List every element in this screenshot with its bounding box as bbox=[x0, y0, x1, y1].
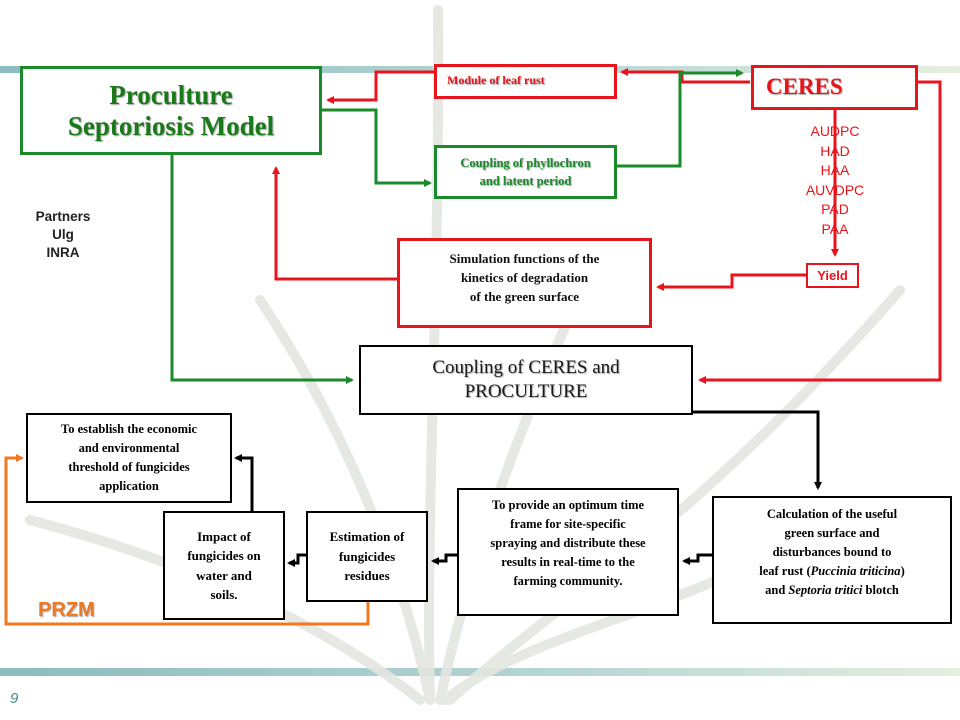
optimum-line2: frame for site-specific bbox=[510, 517, 626, 531]
impact-line1: Impact of bbox=[197, 528, 251, 544]
output-paa: PAA bbox=[821, 220, 849, 237]
optimum-line5: farming community. bbox=[513, 574, 623, 588]
impact-line2: fungicides on bbox=[187, 548, 261, 563]
output-audpc: AUDPC bbox=[810, 123, 860, 139]
arrow-coupling-to-calculation bbox=[692, 410, 822, 490]
output-haa: HAA bbox=[820, 162, 850, 178]
output-pad: PAD bbox=[821, 201, 849, 217]
arrow-proculture-to-phyllo bbox=[321, 108, 432, 187]
estimation-line3: residues bbox=[344, 568, 390, 584]
calculation-line3: disturbances bound to bbox=[772, 545, 892, 559]
page-number: 9 bbox=[10, 690, 19, 707]
optimum-line4: results in real-time to the bbox=[501, 555, 635, 569]
arrow-przm-loop bbox=[4, 454, 370, 626]
arrow-phyllo-to-ceres bbox=[616, 69, 744, 168]
impact-fungicides-box: Impact of fungicides on water and soils. bbox=[163, 511, 285, 620]
calculation-line4-pre: leaf rust ( bbox=[759, 564, 811, 578]
impact-line4: soils. bbox=[210, 587, 238, 602]
calculation-green-surface-box: Calculation of the useful green surface … bbox=[712, 496, 952, 624]
phyllochron-line1: Coupling of phyllochron bbox=[460, 156, 591, 170]
optimum-timeframe-box: To provide an optimum time frame for sit… bbox=[457, 488, 679, 616]
arrow-calculation-to-optimum bbox=[682, 553, 712, 565]
arrow-leafrust-to-proculture bbox=[326, 70, 435, 104]
przm-label: PRZM bbox=[38, 599, 95, 621]
calculation-line5-pre: and bbox=[765, 583, 789, 597]
proculture-title-line1: Proculture bbox=[109, 79, 233, 110]
phyllochron-line2: and latent period bbox=[479, 174, 572, 188]
optimum-line1: To provide an optimum time bbox=[491, 498, 645, 512]
calculation-line1: Calculation of the useful bbox=[766, 507, 898, 521]
arrow-proculture-to-coupling bbox=[170, 155, 354, 384]
arrow-ceres-to-coupling bbox=[698, 80, 942, 384]
arrow-impact-to-economic bbox=[234, 454, 254, 511]
arrow-optimum-to-estimation bbox=[431, 553, 457, 565]
optimum-line3: spraying and distribute these bbox=[490, 536, 646, 550]
economic-line1: To establish the economic bbox=[61, 422, 197, 436]
coupling-ceres-line2: PROCULTURE bbox=[464, 381, 588, 402]
calculation-line4-species: Puccinia triticina bbox=[810, 564, 901, 578]
coupling-phyllochron-box: Coupling of phyllochron and latent perio… bbox=[434, 145, 617, 199]
leaf-rust-label: Module of leaf rust bbox=[447, 73, 545, 87]
estimation-line2: fungicides bbox=[338, 548, 396, 564]
calculation-line5: and Septoria tritici blotch bbox=[765, 581, 899, 600]
yield-label: Yield bbox=[817, 268, 848, 283]
partners-block: Partners Ulg INRA bbox=[20, 208, 106, 262]
partners-label: Partners bbox=[35, 209, 91, 224]
simulation-line2: kinetics of degradation bbox=[460, 270, 589, 285]
economic-line3: threshold of fungicides bbox=[68, 460, 190, 474]
ceres-box: CERES bbox=[751, 65, 918, 110]
coupling-ceres-proculture-box: Coupling of CERES and PROCULTURE bbox=[359, 345, 693, 415]
arrow-simulation-to-proculture bbox=[272, 166, 398, 281]
proculture-septoriosis-box: Proculture Septoriosis Model bbox=[20, 66, 322, 155]
coupling-ceres-line1: Coupling of CERES and bbox=[432, 357, 620, 378]
calculation-line4-post: ) bbox=[900, 564, 905, 578]
calculation-line2: green surface and bbox=[784, 526, 880, 540]
estimation-line1: Estimation of bbox=[329, 529, 405, 545]
proculture-title-line2: Septoriosis Model bbox=[67, 110, 275, 141]
output-had: HAD bbox=[820, 142, 850, 159]
economic-line4: application bbox=[99, 479, 159, 493]
arrow-ceres-to-leafrust bbox=[620, 68, 750, 84]
simulation-line1: Simulation functions of the bbox=[449, 251, 600, 266]
calculation-line4: leaf rust (Puccinia triticina) bbox=[759, 562, 904, 581]
yield-box: Yield bbox=[806, 263, 859, 288]
arrow-estimation-to-impact bbox=[287, 553, 306, 567]
arrow-yield-to-simulation bbox=[656, 273, 806, 291]
ceres-label: CERES bbox=[766, 74, 843, 99]
partner-ulg: Ulg bbox=[52, 227, 74, 242]
leaf-rust-module-box: Module of leaf rust bbox=[434, 64, 617, 99]
economic-line2: and environmental bbox=[78, 441, 180, 455]
ceres-outputs-list: AUDPC HAD HAA AUVDPC PAD PAA bbox=[785, 122, 885, 239]
simulation-functions-box: Simulation functions of the kinetics of … bbox=[397, 238, 652, 328]
output-auvdpc: AUVDPC bbox=[805, 181, 865, 198]
partner-inra: INRA bbox=[46, 245, 80, 260]
calculation-line5-post: blotch bbox=[862, 583, 899, 597]
simulation-line3: of the green surface bbox=[469, 289, 580, 304]
impact-line3: water and bbox=[196, 567, 252, 583]
calculation-line5-species: Septoria tritici bbox=[788, 583, 863, 597]
economic-threshold-box: To establish the economic and environmen… bbox=[26, 413, 232, 503]
estimation-residues-box: Estimation of fungicides residues bbox=[306, 511, 428, 602]
